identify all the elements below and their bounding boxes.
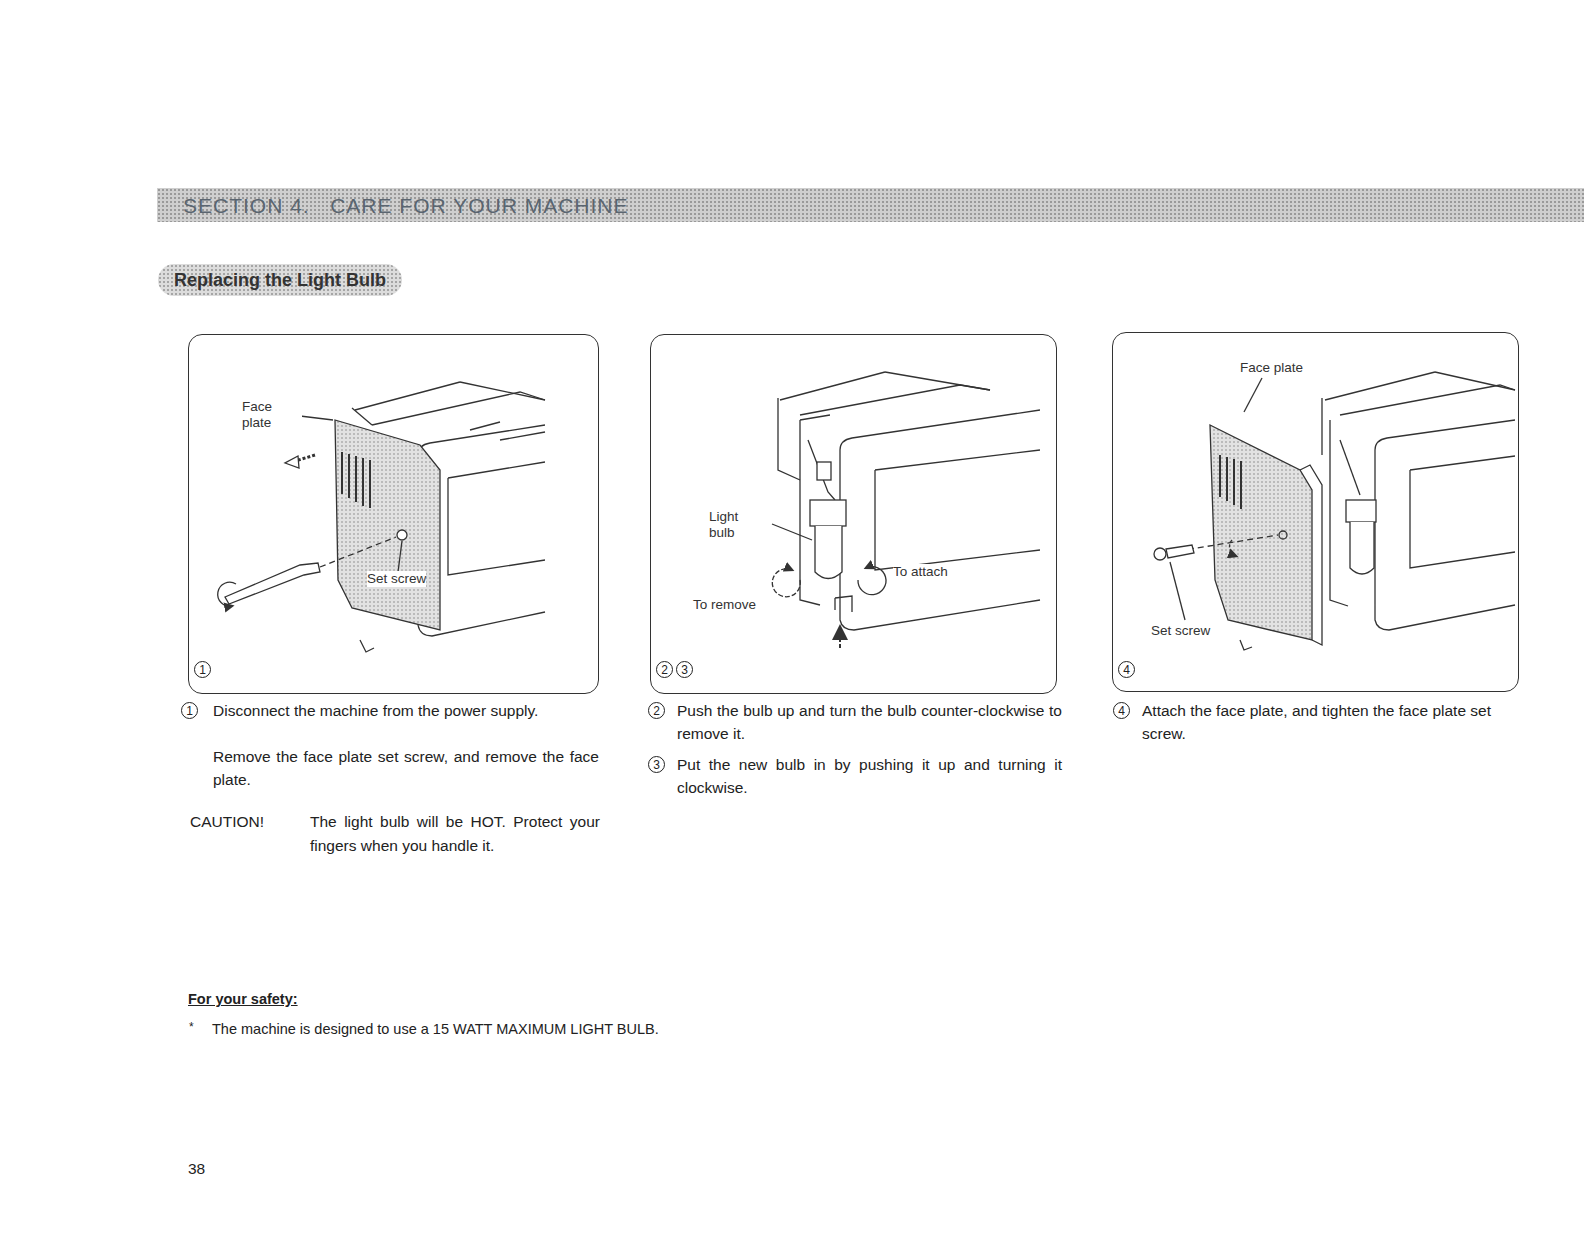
callout-number: 1 [181, 702, 198, 719]
part-label: Face plate [1240, 360, 1303, 376]
instruction-text: The machine is designed to use a 15 WATT… [212, 1018, 659, 1041]
callout-number: 3 [676, 661, 693, 678]
callout-number: 4 [1118, 661, 1135, 678]
step-panel: Face plateSet screw 1 [188, 334, 599, 694]
instruction-text: * [189, 1016, 194, 1039]
instruction-text: For your safety: [188, 988, 298, 1011]
callout-number: 2 [656, 661, 673, 678]
part-label: To attach [893, 564, 948, 580]
callout-number: 4 [1113, 702, 1130, 719]
instruction-text: Push the bulb up and turn the bulb count… [677, 699, 1062, 745]
section-title: SECTION 4. CARE FOR YOUR MACHINE [183, 193, 629, 218]
instruction-text: 38 [188, 1157, 205, 1180]
part-label: Set screw [367, 571, 426, 587]
instruction-text: Remove the face plate set screw, and rem… [213, 745, 599, 791]
part-label: To remove [693, 597, 756, 613]
callout-number: 2 [648, 702, 665, 719]
instruction-text: Attach the face plate, and tighten the f… [1142, 699, 1527, 745]
part-label: Set screw [1151, 623, 1210, 639]
part-label: Face plate [242, 399, 302, 431]
instruction-text: Disconnect the machine from the power su… [213, 699, 599, 722]
section-heading-pill: Replacing the Light Bulb [158, 264, 402, 296]
instruction-text: The light bulb will be HOT. Protect your… [310, 810, 600, 858]
step-panel: Light bulb To attach To remove 23 [650, 334, 1057, 694]
callout-number: 1 [194, 661, 211, 678]
callout-number: 3 [648, 756, 665, 773]
section-heading: Replacing the Light Bulb [174, 264, 386, 296]
part-label: Light bulb [709, 509, 759, 541]
instruction-text: Put the new bulb in by pushing it up and… [677, 753, 1062, 799]
header-band: SECTION 4. CARE FOR YOUR MACHINE [157, 188, 1584, 222]
step-panel: Face plateSet screw 4 [1112, 332, 1519, 692]
instruction-text: CAUTION! [190, 810, 264, 833]
